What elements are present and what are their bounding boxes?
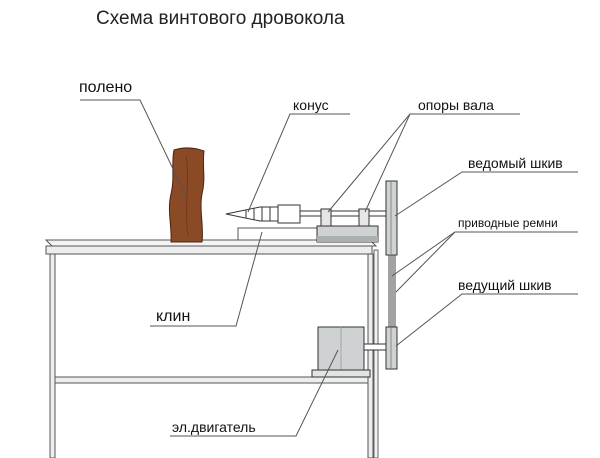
table-leg-front-right — [367, 253, 374, 458]
label-log: полено — [79, 79, 133, 96]
label-motor: эл.двигатель — [172, 419, 256, 435]
drive-belt-right — [392, 254, 396, 329]
table-lower-shelf — [54, 376, 369, 384]
workbench — [44, 239, 379, 458]
label-wedge: клин — [156, 308, 191, 325]
table-leg-back-right — [373, 249, 379, 458]
leader-shaft-support-right — [364, 113, 411, 213]
label-drive-pulley: ведущий шкив — [458, 277, 552, 293]
motor-mount-plate — [311, 369, 371, 378]
leader-motor — [170, 349, 339, 437]
leader-belt-right — [395, 231, 456, 293]
leader-log — [80, 99, 187, 197]
log-grain — [185, 155, 189, 237]
leader-belt-left — [391, 231, 578, 277]
bearing-support-right — [358, 208, 370, 228]
leader-cone — [247, 113, 350, 213]
leader-driven-pulley — [394, 171, 578, 217]
diagram-title: Схема винтового дровокола — [96, 8, 345, 29]
label-driven-pulley: ведомый шкив — [468, 155, 563, 171]
leader-drive-pulley — [395, 293, 578, 347]
bearing-base-shade — [317, 236, 378, 242]
motor-shaft — [363, 343, 387, 351]
bearing-support-left — [320, 208, 332, 228]
label-drive-belts: приводные ремни — [458, 216, 558, 230]
label-cone: конус — [293, 97, 329, 113]
wedge-base-plate — [237, 227, 319, 241]
drive-shaft — [299, 210, 395, 217]
screw-cone — [225, 204, 301, 224]
leader-wedge — [150, 231, 263, 327]
label-shaft-supports: опоры вала — [418, 97, 494, 113]
cone-coupling — [277, 204, 301, 224]
drive-belt-left — [388, 254, 392, 329]
table-leg-front-left — [49, 253, 56, 458]
table-top-edge — [45, 245, 373, 255]
